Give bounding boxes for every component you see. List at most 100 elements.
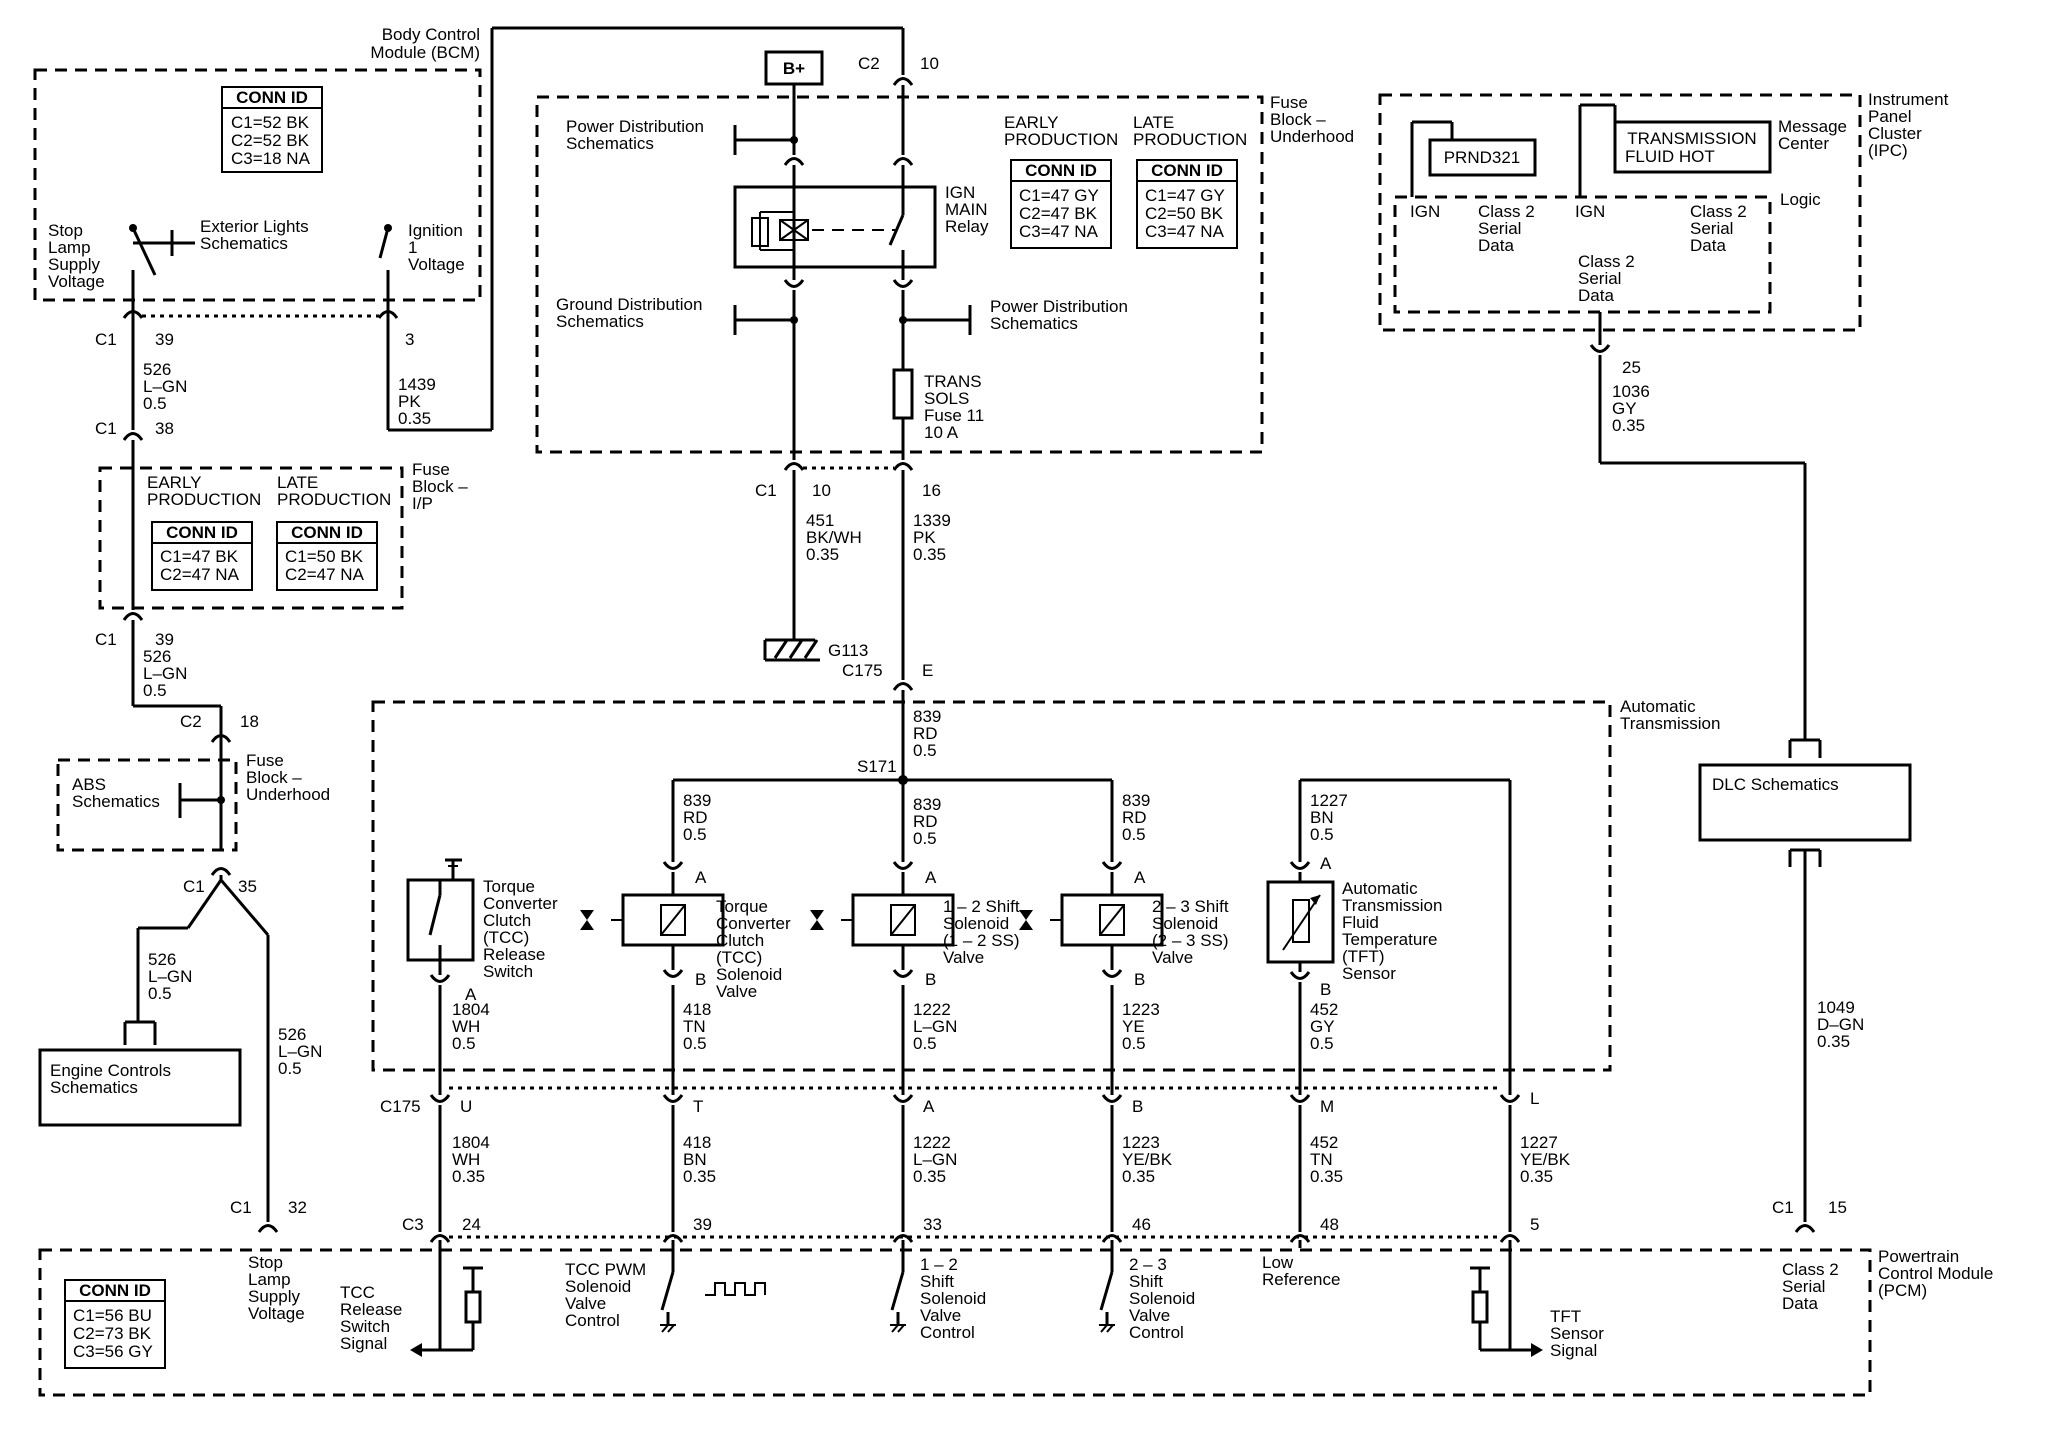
logic-label: Logic — [1780, 190, 1821, 209]
fuse-uh-title-2: Block – — [1270, 110, 1326, 129]
wire-1339-3: 0.35 — [913, 545, 946, 564]
w452b-3: 0.35 — [1310, 1167, 1343, 1186]
fuse-block-underhood: Fuse Block – Underhood B+ C2 10 Power Di… — [535, 50, 1354, 500]
c175-connectors — [429, 1094, 1521, 1103]
pcm-ss12-5: Control — [920, 1323, 975, 1342]
w839b-1: 839 — [913, 795, 941, 814]
wire-1339-2: PK — [913, 528, 936, 547]
c175-connector-row: C175 U T A B M L 1804 WH 0.35 418 BN 0.3… — [380, 1086, 1571, 1186]
w1804a-2: WH — [452, 1017, 480, 1036]
dlc-label: DLC Schematics — [1712, 775, 1839, 794]
pin-16: 16 — [922, 481, 941, 500]
c175-label: C175 — [380, 1097, 421, 1116]
pin-18: 18 — [240, 712, 259, 731]
fuse-2: SOLS — [924, 389, 969, 408]
tcc-pwm-4: Control — [565, 1311, 620, 1330]
wire-526-d2: L–GN — [278, 1042, 322, 1061]
tcc-solenoid-icon — [580, 861, 725, 978]
tcc-release-signal-icon — [410, 1240, 483, 1357]
pin-b-tcc: B — [695, 970, 706, 989]
pcm-cup-0 — [429, 1234, 451, 1243]
fuse-ip-early-2: PRODUCTION — [147, 490, 261, 509]
pcm-pin-48: 48 — [1320, 1215, 1339, 1234]
fuse-uh-late-2: PRODUCTION — [1133, 130, 1247, 149]
fuse-uh-late-header: CONN ID — [1151, 161, 1223, 180]
pcm-title-1: Powertrain — [1878, 1247, 1959, 1266]
at-title-1: Automatic — [1620, 697, 1696, 716]
fuse-uh-early-2: PRODUCTION — [1004, 130, 1118, 149]
wire-526-a3: 0.5 — [143, 394, 167, 413]
tcc-valve-5: Solenoid — [716, 965, 782, 984]
w452a-1: 452 — [1310, 1000, 1338, 1019]
fuse-uh-late-line-3: C3=47 NA — [1145, 222, 1225, 241]
ss12-driver-icon — [890, 1240, 906, 1333]
w1804b-1: 1804 — [452, 1133, 490, 1152]
wire-526-d1: 526 — [278, 1025, 306, 1044]
pcm-pin-15: 15 — [1828, 1198, 1847, 1217]
dlc-box: DLC Schematics 1049 D–GN 0.35 — [1698, 738, 1912, 1222]
low-ref-1: Low — [1262, 1253, 1294, 1272]
pcm-conn-header: CONN ID — [79, 1281, 151, 1300]
pin-b-12: B — [925, 970, 936, 989]
ignition-switch-icon — [378, 224, 392, 318]
w1222a-1: 1222 — [913, 1000, 951, 1019]
pin-10-top: 10 — [920, 54, 939, 73]
ipc-title-2: Panel — [1868, 107, 1911, 126]
tft-pin-a: A — [1320, 854, 1332, 873]
class2c-2: Serial — [1578, 269, 1621, 288]
ss23-driver-icon — [1099, 1240, 1115, 1333]
tcc-switch-pin-a: A — [465, 985, 477, 1004]
pin-39-b: 39 — [155, 630, 174, 649]
w418b-1: 418 — [683, 1133, 711, 1152]
wire-526-a2: L–GN — [143, 377, 187, 396]
wire-1036-1: 1036 — [1612, 382, 1650, 401]
label-c2-top: C2 — [858, 54, 880, 73]
bcm-title-1: Body Control — [382, 25, 480, 44]
w1804b-2: WH — [452, 1150, 480, 1169]
w1223a-2: YE — [1122, 1017, 1145, 1036]
tft-3: Fluid — [1342, 913, 1379, 932]
automatic-transmission: Automatic Transmission 839 RD 0.5 839 RD… — [371, 697, 1720, 1095]
power-dist2-2: Schematics — [990, 314, 1078, 333]
fuse-uh-early-line-2: C2=47 BK — [1019, 204, 1098, 223]
fuse-3: Fuse 11 — [924, 406, 984, 425]
ss23-2: Solenoid — [1152, 914, 1218, 933]
b-plus-label: B+ — [783, 59, 805, 78]
pcm-stop-4: Voltage — [248, 1304, 305, 1323]
tft-signal-1: TFT — [1550, 1307, 1581, 1326]
pcm-c3: C3 — [402, 1215, 424, 1234]
fuse-uh-title-3: Underhood — [1270, 127, 1354, 146]
w1223b-3: 0.35 — [1122, 1167, 1155, 1186]
pcm-pin-5: 5 — [1530, 1215, 1539, 1234]
at-title-2: Transmission — [1620, 714, 1720, 733]
tfh-2: FLUID HOT — [1625, 147, 1715, 166]
pin-25: 25 — [1622, 358, 1641, 377]
fuse-ul-title-2: Block – — [246, 768, 302, 787]
wire-1439-1: 1439 — [398, 375, 436, 394]
ipc-title-3: Cluster — [1868, 124, 1922, 143]
w1222b-3: 0.35 — [913, 1167, 946, 1186]
fuse-4: 10 A — [924, 423, 959, 442]
pcm-cup-3 — [1101, 1234, 1123, 1243]
label-c1-c: C1 — [95, 630, 117, 649]
fuse-ul-title-1: Fuse — [246, 751, 284, 770]
fuse-uh-early-line-1: C1=47 GY — [1019, 186, 1099, 205]
pcm-class2-2: Serial — [1782, 1277, 1825, 1296]
w1222a-3: 0.5 — [913, 1034, 937, 1053]
fuse-ip-title-3: I/P — [412, 494, 433, 513]
w452b-2: TN — [1310, 1150, 1333, 1169]
tft-5: (TFT) — [1342, 947, 1384, 966]
w1227a-3: 0.5 — [1310, 825, 1334, 844]
ignition-2: 1 — [408, 238, 417, 257]
w1222a-2: L–GN — [913, 1017, 957, 1036]
c175-pin-u: U — [460, 1097, 472, 1116]
ipc-module: Instrument Panel Cluster (IPC) PRND321 T… — [1378, 90, 1949, 740]
tcc-valve-4: (TCC) — [716, 948, 762, 967]
power-dist-2: Schematics — [566, 134, 654, 153]
pin-38: 38 — [155, 419, 174, 438]
pcm-title-3: (PCM) — [1878, 1281, 1927, 1300]
label-c1-a: C1 — [95, 330, 117, 349]
w418a-1: 418 — [683, 1000, 711, 1019]
ss12-solenoid-icon — [810, 861, 955, 978]
pin-3: 3 — [405, 330, 414, 349]
